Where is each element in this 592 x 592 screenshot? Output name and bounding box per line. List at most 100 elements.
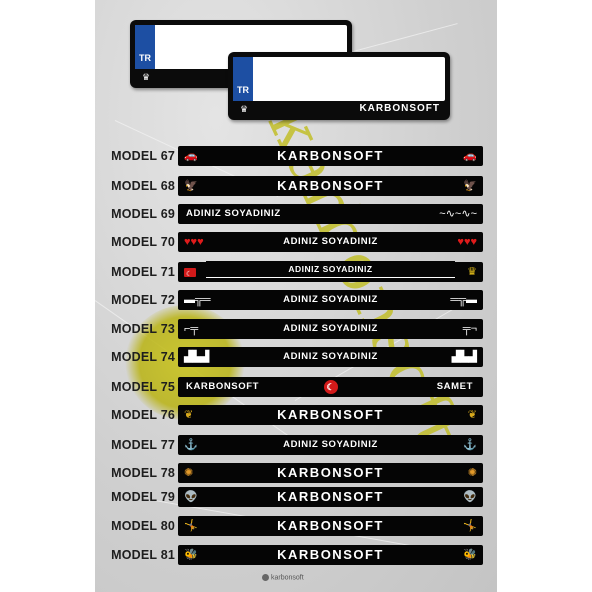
turkish-flag-icon (184, 262, 196, 285)
pistol-icon: ⌐╤ (184, 323, 199, 335)
frame-title: ADINIZ SOYADINIZ (283, 351, 378, 362)
anchor-icon: ⚓ (184, 439, 198, 451)
bee-icon: 🐝 (463, 549, 477, 561)
hearts-icon: ♥♥♥ (184, 236, 204, 248)
frame-title: KARBONSOFT (277, 547, 384, 562)
laurel-icon: ❦ (184, 409, 194, 421)
model-label: MODEL 70 (111, 235, 175, 249)
frame-title: KARBONSOFT (277, 518, 384, 533)
rifle-icon: ═╦▬ (450, 294, 477, 306)
figure-icon: 🤸 (184, 520, 198, 532)
model-label: MODEL 72 (111, 293, 175, 307)
frame-right-text: SAMET (436, 381, 473, 392)
frame-left-text: KARBONSOFT (186, 381, 260, 392)
model-label: MODEL 81 (111, 548, 175, 562)
frame-title: KARBONSOFT (277, 489, 384, 504)
frame-title: KARBONSOFT (277, 148, 384, 163)
model-label: MODEL 75 (111, 380, 175, 394)
model-row: MODEL 68 🦅 🦅 KARBONSOFT (0, 176, 592, 196)
country-band (135, 25, 155, 69)
model-row: MODEL 81 🐝 🐝 KARBONSOFT (0, 545, 592, 565)
plate-surface (233, 57, 445, 101)
bee-icon: 🐝 (184, 549, 198, 561)
frame-title: KARBONSOFT (277, 465, 384, 480)
model-row: MODEL 69 ~∿~∿~ ADINIZ SOYADINIZ (0, 204, 592, 224)
frame-strip: 🐝 🐝 KARBONSOFT (178, 545, 483, 565)
frame-title: ADINIZ SOYADINIZ (283, 294, 378, 305)
frame-strip: 🚗 🚗 KARBONSOFT (178, 146, 483, 166)
frame-strip: ♥♥♥ ♥♥♥ ADINIZ SOYADINIZ (178, 232, 483, 252)
frame-left-text: ADINIZ SOYADINIZ (186, 208, 281, 219)
country-code: TR (237, 85, 249, 95)
plate-frame-right: TR ♛ KARBONSOFT (228, 52, 450, 120)
model-label: MODEL 73 (111, 322, 175, 336)
skyline-icon: ▟▙▟ (184, 351, 210, 363)
frame-strip: KARBONSOFT SAMET (178, 377, 483, 397)
sun-icon: ✺ (467, 467, 477, 479)
model-row: MODEL 78 ✺ ✺ KARBONSOFT (0, 463, 592, 483)
laurel-icon: ❦ (467, 409, 477, 421)
frame-strip: ✺ ✺ KARBONSOFT (178, 463, 483, 483)
frame-title: ADINIZ SOYADINIZ (283, 236, 378, 247)
crown-icon: ♛ (467, 266, 477, 278)
model-label: MODEL 67 (111, 149, 175, 163)
frame-strip: 🦅 🦅 KARBONSOFT (178, 176, 483, 196)
figure-icon: 🤸 (463, 520, 477, 532)
turkish-flag-icon (178, 377, 483, 397)
heartbeat-icon: ~∿~∿~ (439, 208, 477, 220)
footer-logo: karbonsoft (262, 574, 304, 581)
frame-title: ADINIZ SOYADINIZ (206, 261, 455, 277)
frame-strip: ❦ ❦ KARBONSOFT (178, 405, 483, 425)
sun-icon: ✺ (184, 467, 194, 479)
skyline-icon: ▟▙▟ (451, 351, 477, 363)
model-label: MODEL 76 (111, 408, 175, 422)
frame-strip: ▬╦═ ═╦▬ ADINIZ SOYADINIZ (178, 290, 483, 310)
model-label: MODEL 78 (111, 466, 175, 480)
frame-strip: ⌐╤ ╤¬ ADINIZ SOYADINIZ (178, 319, 483, 339)
frame-title: KARBONSOFT (277, 407, 384, 422)
frame-strip: ⚓ ⚓ ADINIZ SOYADINIZ (178, 435, 483, 455)
frame-title: ADINIZ SOYADINIZ (283, 439, 378, 450)
model-row: MODEL 67 🚗 🚗 KARBONSOFT (0, 146, 592, 166)
model-label: MODEL 79 (111, 490, 175, 504)
crown-icon: ♛ (240, 104, 249, 114)
frame-strip: 👽 👽 KARBONSOFT (178, 487, 483, 507)
alien-icon: 👽 (463, 491, 477, 503)
anchor-icon: ⚓ (463, 439, 477, 451)
frame-strip: 🤸 🤸 KARBONSOFT (178, 516, 483, 536)
model-row: MODEL 73 ⌐╤ ╤¬ ADINIZ SOYADINIZ (0, 319, 592, 339)
frame-strip: ▟▙▟ ▟▙▟ ADINIZ SOYADINIZ (178, 347, 483, 367)
crown-icon: ♛ (142, 72, 151, 82)
frame-strip: ♛ ADINIZ SOYADINIZ (178, 261, 483, 285)
eagle-icon: 🦅 (463, 180, 477, 192)
pistol-icon: ╤¬ (462, 323, 477, 335)
frame-title: KARBONSOFT (277, 178, 384, 193)
eagle-icon: 🦅 (184, 180, 198, 192)
alien-icon: 👽 (184, 491, 198, 503)
model-label: MODEL 77 (111, 438, 175, 452)
frame-strip: ~∿~∿~ ADINIZ SOYADINIZ (178, 204, 483, 224)
model-label: MODEL 69 (111, 207, 175, 221)
model-label: MODEL 74 (111, 350, 175, 364)
rifle-icon: ▬╦═ (184, 294, 211, 306)
model-row: MODEL 76 ❦ ❦ KARBONSOFT (0, 405, 592, 425)
model-row: MODEL 79 👽 👽 KARBONSOFT (0, 487, 592, 507)
hearts-icon: ♥♥♥ (457, 236, 477, 248)
model-row: MODEL 74 ▟▙▟ ▟▙▟ ADINIZ SOYADINIZ (0, 347, 592, 367)
country-band (233, 57, 253, 101)
footer-logo-text: karbonsoft (271, 574, 304, 582)
car-icon: 🚗 (184, 150, 198, 162)
model-label: MODEL 68 (111, 179, 175, 193)
model-row: MODEL 80 🤸 🤸 KARBONSOFT (0, 516, 592, 536)
model-row: MODEL 71 ♛ ADINIZ SOYADINIZ (0, 261, 592, 285)
model-row: MODEL 72 ▬╦═ ═╦▬ ADINIZ SOYADINIZ (0, 290, 592, 310)
model-row: MODEL 77 ⚓ ⚓ ADINIZ SOYADINIZ (0, 435, 592, 455)
logo-icon (262, 574, 269, 581)
model-label: MODEL 80 (111, 519, 175, 533)
frame-title: ADINIZ SOYADINIZ (283, 323, 378, 334)
plate-brand: KARBONSOFT (359, 103, 440, 114)
model-row: MODEL 75 KARBONSOFT SAMET (0, 377, 592, 397)
car-icon: 🚗 (463, 150, 477, 162)
model-label: MODEL 71 (111, 265, 175, 279)
